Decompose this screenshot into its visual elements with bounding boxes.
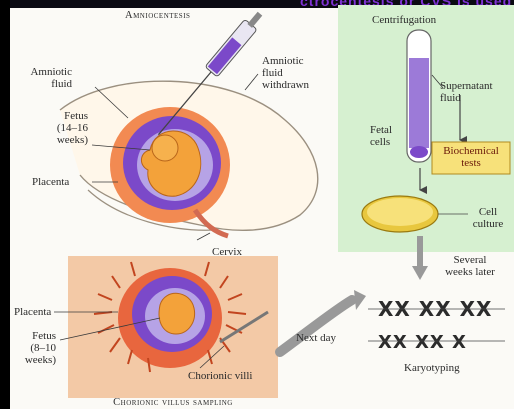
label-placenta: Placenta <box>32 176 69 188</box>
tube-cells <box>410 146 428 158</box>
label-biochemical-tests: Biochemical tests <box>432 145 510 169</box>
label-karyotyping: Karyotyping <box>404 362 460 374</box>
karyotype-chromosomes: XX XX XX XX XX X <box>368 297 505 353</box>
centrifugation-title: Centrifugation <box>372 14 436 26</box>
cvs-fetus <box>159 293 195 334</box>
label-next-day: Next day <box>296 332 336 344</box>
culture-dish <box>367 198 433 226</box>
label-cervix: Cervix <box>212 246 242 258</box>
tube-fluid <box>409 58 429 148</box>
amniocentesis-title: Amniocentesis <box>125 10 190 22</box>
cvs-label-placenta: Placenta <box>14 306 51 318</box>
syringe-plunger <box>247 12 262 28</box>
next-day-arrow <box>280 300 352 352</box>
label-supernatant: Supernatant fluid <box>440 80 493 104</box>
weeks-arrowhead <box>412 266 428 280</box>
label-amniotic-fluid: Amniotic fluid <box>20 66 72 90</box>
cvs-label-chorionic-villi: Chorionic villi <box>188 370 252 382</box>
cvs-label-fetus: Fetus (8–10 weeks) <box>10 330 56 366</box>
next-day-arrowhead <box>354 290 366 310</box>
label-cell-culture: Cell culture <box>466 206 510 230</box>
label-several-weeks: Several weeks later <box>434 254 506 278</box>
label-fluid-withdrawn: Amniotic fluid withdrawn <box>262 55 309 91</box>
label-fetal-cells: Fetal cells <box>370 124 392 148</box>
chromosome-row-2: XX XX X <box>378 332 467 353</box>
fetus-head <box>152 135 178 161</box>
cvs-catheter <box>220 312 268 342</box>
cvs-title: Chorionic villus sampling <box>68 397 278 409</box>
label-fetus: Fetus (14–16 weeks) <box>36 110 88 146</box>
